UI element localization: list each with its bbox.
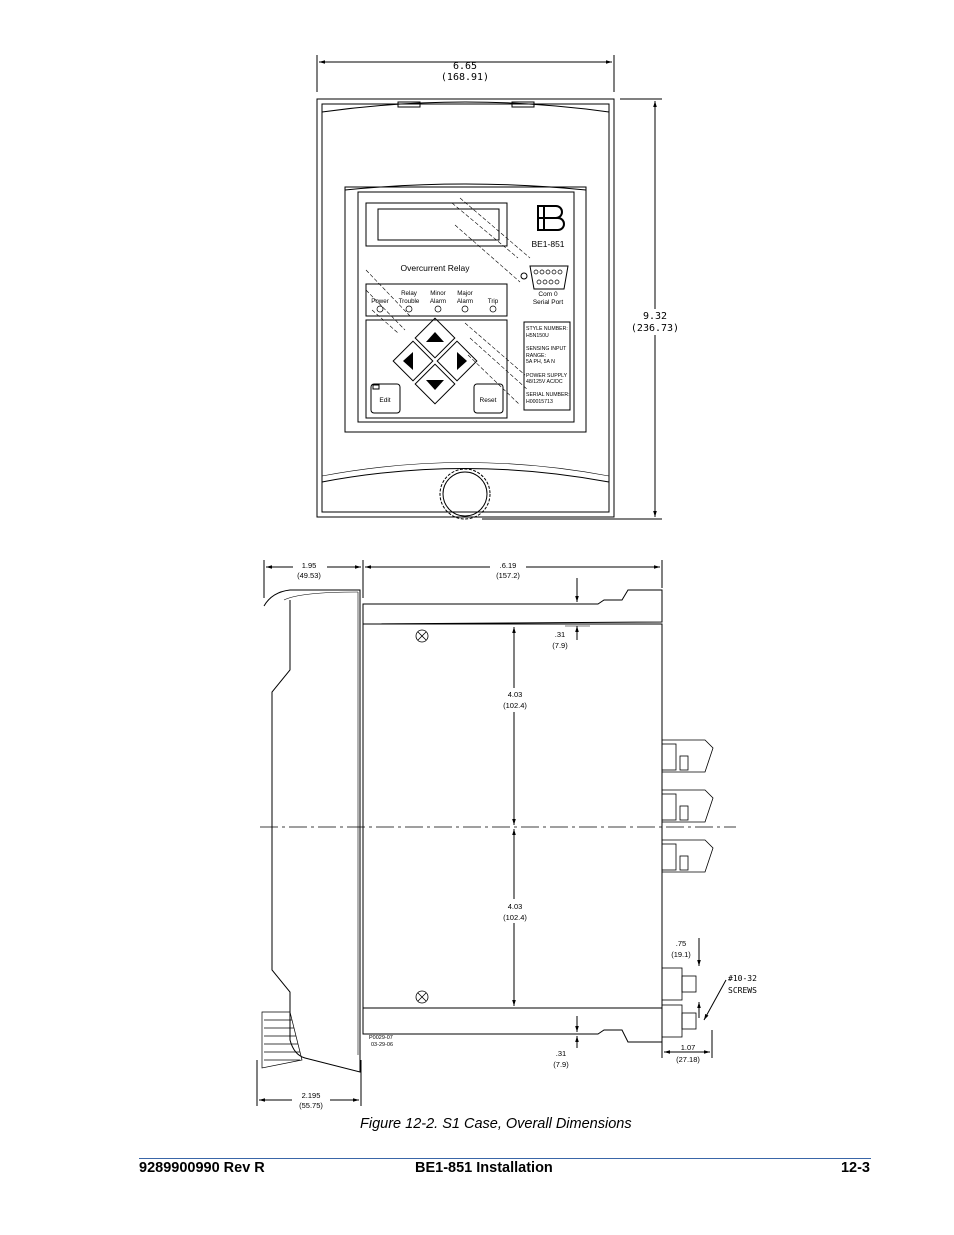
footer-doc-number: 9289900990 Rev R bbox=[139, 1160, 265, 1176]
reset-button bbox=[473, 383, 504, 414]
led-label: Trouble bbox=[399, 298, 420, 305]
info-line: RANGE: bbox=[526, 353, 546, 359]
top-offset-in: .31 bbox=[555, 630, 565, 639]
side-view: 1.95 (49.53) .6.19 (157.2) bbox=[256, 560, 757, 1112]
rear-mm: (27.18) bbox=[676, 1055, 700, 1064]
arrow-up-icon bbox=[426, 332, 444, 342]
led-indicator-icon bbox=[405, 305, 413, 313]
info-line: 48/125V AC/DC bbox=[526, 379, 563, 385]
serial-port-label: Serial Port bbox=[533, 299, 564, 306]
port-pins bbox=[533, 269, 563, 285]
screw-head-icon bbox=[415, 629, 429, 1004]
knob bbox=[439, 468, 491, 520]
relay-title: Overcurrent Relay bbox=[401, 263, 471, 273]
info-line: H00015713 bbox=[526, 399, 553, 405]
width-in: 6.65 bbox=[453, 61, 477, 72]
led-indicator-icon bbox=[376, 305, 384, 313]
led-label: Major bbox=[457, 290, 472, 297]
arrow-left-icon bbox=[403, 352, 413, 370]
edit-button bbox=[370, 383, 401, 414]
info-line: POWER SUPPLY bbox=[526, 373, 568, 379]
footer-rule bbox=[139, 1158, 871, 1159]
bottom-offset-in: .31 bbox=[556, 1049, 566, 1058]
top-offset-mm: (7.9) bbox=[552, 641, 568, 650]
info-line: SENSING INPUT bbox=[526, 346, 567, 352]
arrow-keypad bbox=[392, 317, 478, 405]
front-view: 6.65 (168.91) 9.32 (236.73) BE1-851 bbox=[316, 55, 682, 520]
led-label: Relay bbox=[401, 290, 418, 297]
front-depth-mm: (49.53) bbox=[297, 571, 321, 580]
arrow-down-icon bbox=[426, 380, 444, 390]
side-knob bbox=[261, 1011, 303, 1069]
rear-in: 1.07 bbox=[681, 1043, 696, 1052]
glare-hatching bbox=[365, 197, 531, 406]
lower-half-mm: (102.4) bbox=[503, 913, 527, 922]
terminal-in: .75 bbox=[676, 939, 686, 948]
terminal-mm: (19.1) bbox=[671, 950, 691, 959]
info-line: STYLE NUMBER: bbox=[526, 326, 568, 332]
case-depth-in: .6.19 bbox=[500, 561, 517, 570]
bottom-offset-mm: (7.9) bbox=[553, 1060, 569, 1069]
upper-half-mm: (102.4) bbox=[503, 701, 527, 710]
screws-label: SCREWS bbox=[728, 986, 757, 995]
info-line: 5A PH, 5A N bbox=[526, 359, 555, 365]
info-line: SERIAL NUMBER: bbox=[526, 392, 570, 398]
led-label: Trip bbox=[488, 298, 499, 305]
info-line: H5N150U bbox=[526, 333, 549, 339]
case-depth-mm: (157.2) bbox=[496, 571, 520, 580]
led-label: Alarm bbox=[457, 298, 473, 305]
edit-label: Edit bbox=[379, 397, 390, 404]
footer-title: BE1-851 Installation bbox=[415, 1160, 553, 1176]
led-label: Minor bbox=[430, 290, 445, 297]
screws-size: #10-32 bbox=[728, 974, 757, 983]
led-label: Power bbox=[371, 298, 389, 305]
led-indicator-icon bbox=[461, 305, 469, 313]
led-indicator-icon bbox=[434, 305, 442, 313]
info-label: STYLE NUMBER:H5N150U SENSING INPUTRANGE:5… bbox=[526, 326, 570, 405]
lower-half-in: 4.03 bbox=[508, 902, 523, 911]
basler-logo bbox=[537, 205, 565, 231]
com-port-label: Com 0 bbox=[538, 291, 558, 298]
height-mm: (236.73) bbox=[631, 323, 679, 334]
knob-in: 2.195 bbox=[302, 1091, 321, 1100]
knob-mm: (55.75) bbox=[299, 1101, 323, 1110]
upper-half-in: 4.03 bbox=[508, 690, 523, 699]
terminal-blocks bbox=[661, 739, 714, 1038]
footer-page-number: 12-3 bbox=[840, 1160, 870, 1176]
led-label: Alarm bbox=[430, 298, 446, 305]
width-mm: (168.91) bbox=[441, 72, 489, 83]
led-indicator-icon bbox=[489, 305, 497, 313]
front-depth-in: 1.95 bbox=[302, 561, 317, 570]
reset-label: Reset bbox=[480, 397, 497, 404]
height-in: 9.32 bbox=[643, 311, 667, 322]
figure-caption: Figure 12-2. S1 Case, Overall Dimensions bbox=[360, 1116, 632, 1132]
drawing-date: 03-29-06 bbox=[371, 1042, 393, 1048]
model-label: BE1-851 bbox=[531, 239, 564, 249]
drawing-number: P0029-07 bbox=[369, 1035, 393, 1041]
arrow-right-icon bbox=[457, 352, 467, 370]
